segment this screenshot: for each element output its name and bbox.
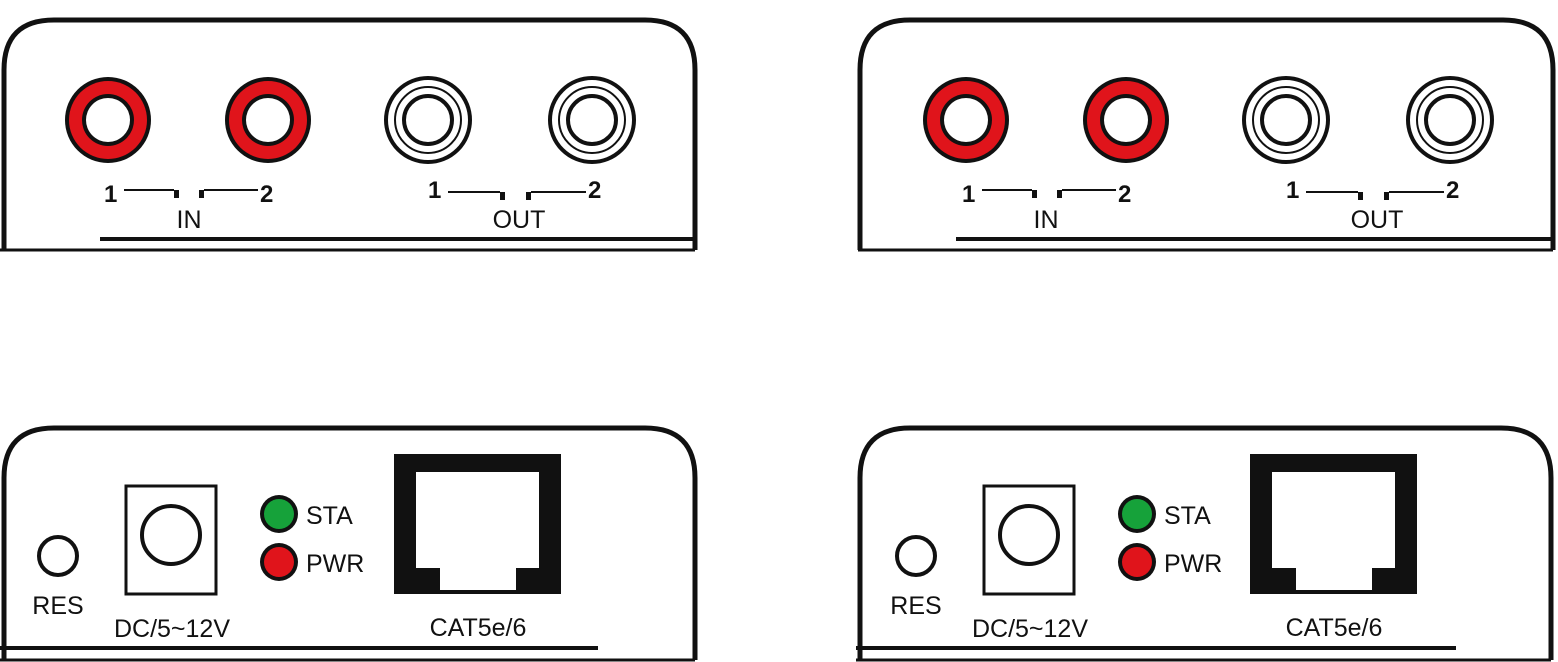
bracket-tick — [526, 192, 531, 200]
dc-jack-label: DC/5~12V — [972, 615, 1088, 643]
bracket-tick — [500, 192, 505, 200]
audio-panel-right: 1 2 IN 1 2 OUT — [857, 17, 1556, 252]
network-port-label: CAT5e/6 — [1286, 614, 1383, 642]
bracket-tick — [1032, 190, 1037, 198]
power-led-icon — [1118, 543, 1156, 581]
bracket-tick — [199, 190, 204, 198]
out-number-2: 2 — [1446, 177, 1459, 204]
in-label: IN — [177, 206, 202, 234]
power-led-label: PWR — [306, 550, 364, 578]
network-port-label: CAT5e/6 — [430, 614, 527, 642]
in-number-2: 2 — [260, 181, 273, 208]
reset-label: RES — [890, 592, 941, 620]
rca-output-1-icon — [384, 76, 472, 164]
bracket-tick — [1384, 192, 1389, 200]
out-number-1: 1 — [1286, 177, 1299, 204]
bracket-tick — [174, 190, 179, 198]
status-led-icon — [1118, 495, 1156, 533]
power-led-icon — [260, 543, 298, 581]
status-led-label: STA — [1164, 502, 1211, 530]
dc-jack-label: DC/5~12V — [114, 615, 230, 643]
bracket-tick — [1358, 192, 1363, 200]
rca-input-1-icon — [65, 77, 151, 163]
reset-button-icon — [895, 535, 937, 577]
reset-button-icon — [37, 535, 79, 577]
out-number-2: 2 — [588, 177, 601, 204]
rca-input-2-icon — [225, 77, 311, 163]
power-led-label: PWR — [1164, 550, 1222, 578]
out-label: OUT — [1351, 206, 1404, 234]
rj45-port-icon — [394, 454, 561, 594]
power-panel-right: RES DC/5~12V STA PWR CAT5e/6 — [856, 425, 1554, 662]
rca-output-2-icon — [548, 76, 636, 164]
in-label: IN — [1034, 206, 1059, 234]
out-number-1: 1 — [428, 177, 441, 204]
in-number-2: 2 — [1118, 181, 1131, 208]
dc-power-jack-icon — [124, 484, 218, 596]
audio-panel-left: 1 2 IN 1 2 OUT — [0, 17, 698, 252]
panel-outline — [857, 17, 1556, 250]
in-number-1: 1 — [962, 181, 975, 208]
status-led-label: STA — [306, 502, 353, 530]
rj45-port-icon — [1250, 454, 1417, 594]
panel-outline — [1, 425, 698, 660]
panel-outline — [857, 425, 1554, 660]
rca-input-2-icon — [1083, 77, 1169, 163]
reset-label: RES — [32, 592, 83, 620]
bracket-tick — [1057, 190, 1062, 198]
dc-power-jack-icon — [982, 484, 1076, 596]
rca-output-2-icon — [1406, 76, 1494, 164]
rca-output-1-icon — [1242, 76, 1330, 164]
rca-input-1-icon — [923, 77, 1009, 163]
power-panel-left: RES DC/5~12V STA PWR CAT5e/6 — [0, 425, 698, 662]
out-label: OUT — [493, 206, 546, 234]
panel-outline — [1, 17, 698, 250]
in-number-1: 1 — [104, 181, 117, 208]
status-led-icon — [260, 495, 298, 533]
